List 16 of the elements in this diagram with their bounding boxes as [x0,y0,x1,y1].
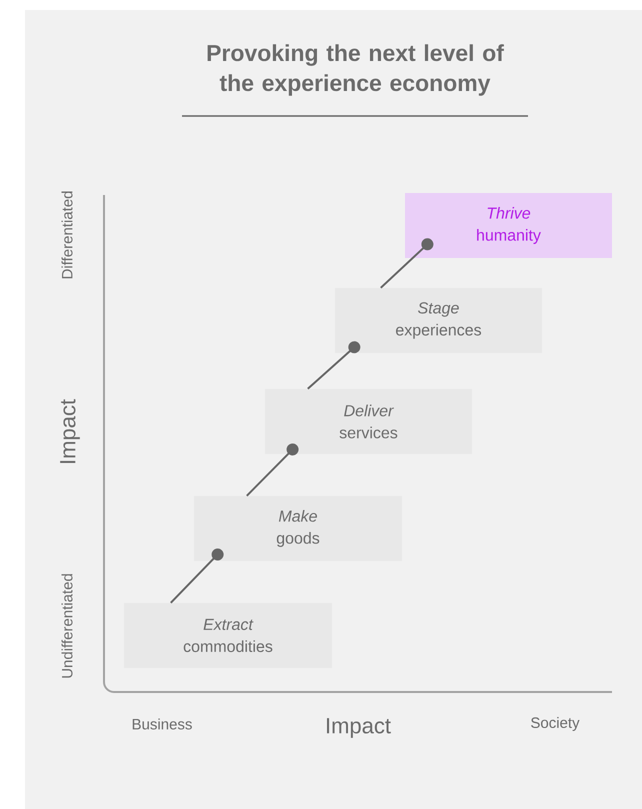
step-box: Make goods [194,496,402,561]
axis-label: Business [132,718,192,730]
step-box: Deliver services [265,389,472,454]
title: Provoking the next level of the experience economy [208,44,504,96]
connector-line [170,548,224,604]
connector-line [380,238,434,289]
connector-line [307,341,360,390]
axis-title: Impact [60,399,80,463]
axis-label: Society [531,717,580,731]
connector-line [246,443,299,496]
axis-label: Undifferentiated [62,574,72,678]
step-box: Stage experiences [335,288,542,353]
axis-title: Impact [327,718,391,738]
step-box: Thrive humanity [405,193,612,258]
axis-label: Differentiated [62,192,72,278]
step-box: Extract commodities [124,603,332,668]
